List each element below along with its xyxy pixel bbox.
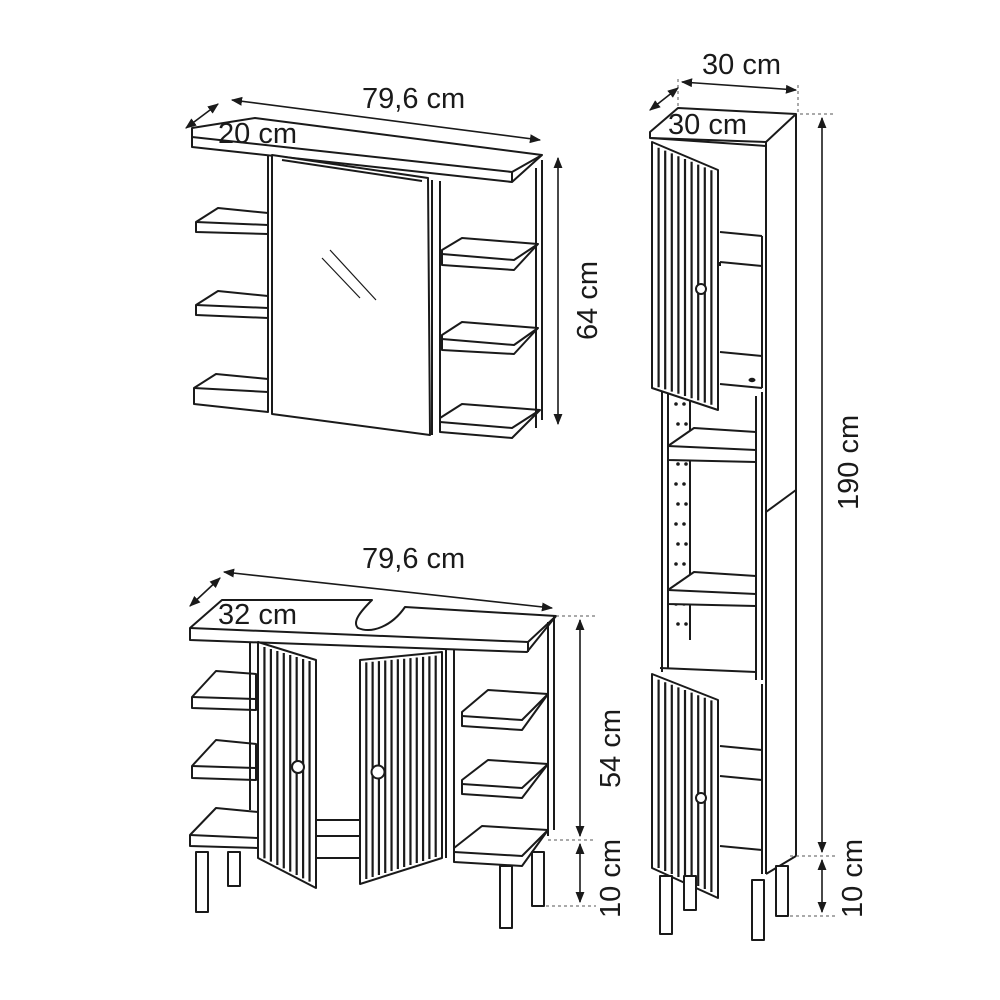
vanity-leg-height-label: 10 cm — [595, 839, 627, 918]
vanity-right-shelf-2 — [461, 759, 549, 799]
tall-depth-dimension-line — [649, 87, 679, 111]
mirror-depth-dimension-line — [185, 103, 219, 129]
vanity-leg-front-left — [195, 851, 209, 913]
tall-leg-back-left — [683, 875, 697, 911]
tall-width-dimension-line — [680, 78, 798, 94]
mirror-width-label: 79,6 cm — [362, 83, 465, 115]
shelf-pin-hole — [682, 482, 686, 486]
mirror-cabinet-right-shelf-1 — [441, 237, 539, 271]
tall-upper-door-slats — [657, 147, 713, 405]
shelf-pin-hole — [682, 402, 686, 406]
vanity-right-door — [359, 651, 443, 885]
mirror-depth-label: 20 cm — [218, 118, 297, 150]
vanity-bottom-right — [453, 825, 549, 867]
tall-cabinet-right-side — [765, 114, 797, 874]
shelf-pin-hole — [676, 542, 680, 546]
vanity-height-label: 54 cm — [595, 709, 627, 788]
tall-width-label: 30 cm — [702, 49, 781, 81]
tall-cabinet-top — [649, 107, 797, 143]
tall-lower-door-knob — [695, 792, 707, 804]
vanity-depth-label: 32 cm — [218, 599, 297, 631]
shelf-pin-hole — [674, 562, 678, 566]
vanity-left-door — [257, 641, 317, 889]
shelf-pin-hole — [674, 482, 678, 486]
mirror-height-label: 64 cm — [572, 261, 604, 340]
vanity-depth-dimension-line — [189, 577, 221, 607]
tall-middle-shelf-1 — [667, 427, 757, 463]
mirror-door — [271, 154, 431, 436]
mirror-width-dimension-line — [230, 96, 542, 144]
tall-leg-height-label: 10 cm — [837, 839, 869, 918]
shelf-pin-hole — [684, 422, 688, 426]
shelf-pin-hole — [674, 402, 678, 406]
tall-leg-front-right — [751, 879, 765, 941]
mirror-reflection-mark — [321, 249, 377, 301]
shelf-pin-hole — [682, 522, 686, 526]
shelf-pin-hole — [676, 422, 680, 426]
vanity-right-shelf-1 — [461, 689, 549, 731]
vanity-left-shelf-2 — [191, 739, 257, 781]
tall-upper-door-knob — [695, 283, 707, 295]
tall-leg-front-left — [659, 875, 673, 935]
vanity-width-label: 79,6 cm — [362, 543, 465, 575]
mirror-cabinet-left-shelf-1 — [195, 207, 269, 235]
vanity-leg-back-left — [227, 851, 241, 887]
shelf-pin-hole — [676, 622, 680, 626]
shelf-pin-hole — [674, 522, 678, 526]
tall-lower-door-slats — [657, 679, 713, 892]
shelf-pin-hole — [676, 462, 680, 466]
tall-leg-back-right — [775, 865, 789, 917]
mirror-cabinet: 79,6 cm 20 cm 64 cm — [185, 83, 604, 439]
shelf-pin-hole — [684, 502, 688, 506]
shelf-pin-hole — [682, 562, 686, 566]
vanity-right-door-knob — [370, 764, 386, 780]
shelf-pin-hole — [684, 542, 688, 546]
mirror-cabinet-right-shelf-3 — [439, 403, 541, 439]
tall-cabinet: 30 cm 30 cm 190 cm 10 cm — [649, 49, 869, 941]
tall-height-label: 190 cm — [833, 415, 865, 510]
vanity-left-door-knob — [291, 760, 305, 774]
vanity-bottom-left — [189, 807, 259, 849]
shelf-pin-hole — [684, 622, 688, 626]
tall-middle-shelf-2 — [667, 571, 757, 607]
mirror-cabinet-left-shelf-3 — [193, 373, 269, 413]
vanity-cabinet: 79,6 cm 32 cm 54 cm 10 cm — [189, 543, 627, 929]
vanity-leg-back-right — [531, 851, 545, 907]
shelf-pin-hole — [676, 502, 680, 506]
vanity-leg-front-right — [499, 865, 513, 929]
shelf-pin-hole — [684, 462, 688, 466]
vanity-left-shelf-1 — [191, 670, 257, 711]
vanity-width-dimension-line — [222, 568, 554, 612]
tall-depth-label: 30 cm — [668, 109, 747, 141]
